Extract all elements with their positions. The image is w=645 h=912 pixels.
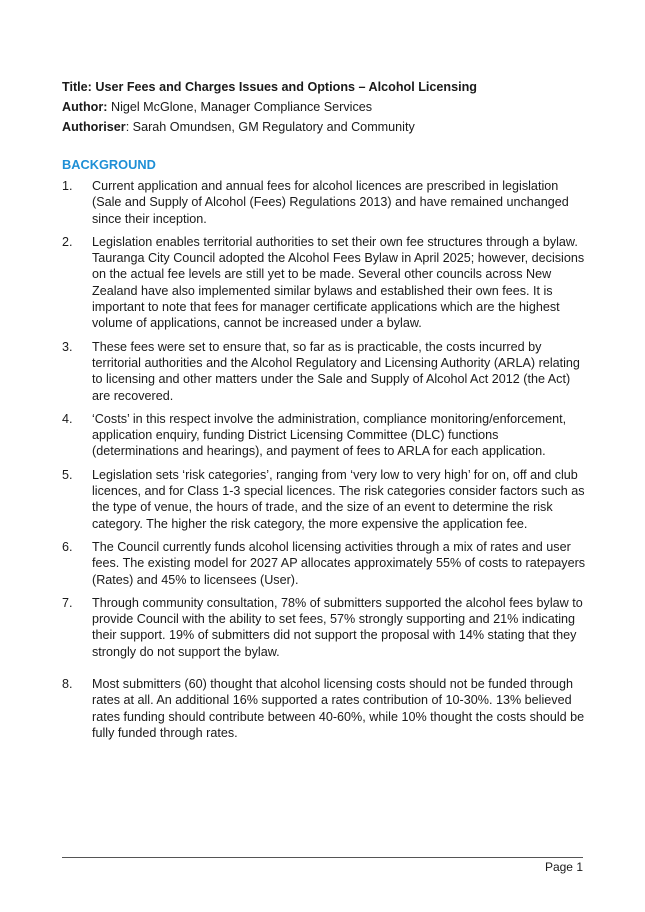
paragraph-number: 6. [62,539,73,554]
paragraph-3: 3. These fees were set to ensure that, so… [62,339,587,404]
document-title: Title: User Fees and Charges Issues and … [62,80,477,94]
paragraph-number: 4. [62,411,73,426]
paragraph-number: 8. [62,677,73,692]
author-line: Author: Nigel McGlone, Manager Complianc… [62,100,372,114]
background-paragraphs: 1. Current application and annual fees fo… [62,178,587,748]
page-number: Page 1 [544,860,583,874]
paragraph-number: 2. [62,234,73,249]
paragraph-6: 6. The Council currently funds alcohol li… [62,539,587,588]
paragraph-text: Current application and annual fees for … [92,179,569,226]
paragraph-text: Legislation sets ‘risk categories’, rang… [92,467,585,531]
paragraph-4: 4. ‘Costs’ in this respect involve the ad… [62,411,587,460]
paragraph-2: 2. Legislation enables territorial author… [62,234,587,332]
paragraph-text: These fees were set to ensure that, so f… [92,339,580,403]
author-text: Nigel McGlone, Manager Compliance Servic… [107,100,373,114]
paragraph-1: 1. Current application and annual fees fo… [62,178,587,227]
paragraph-number: 7. [62,595,73,610]
paragraph-text: Through community consultation, 78% of s… [92,595,583,659]
paragraph-number: 5. [62,467,73,482]
paragraph-7: 7. Through community consultation, 78% of… [62,595,587,660]
paragraph-text: Most submitters (60) thought that alcoho… [92,677,585,740]
paragraph-text: ‘Costs’ in this respect involve the admi… [92,411,567,459]
paragraph-text: Legislation enables territorial authorit… [92,234,585,331]
paragraph-8: 8. Most submitters (60) thought that alco… [62,676,587,741]
paragraph-5: 5. Legislation sets ‘risk categories’, ra… [62,467,587,532]
authoriser-label: Authoriser [62,120,126,134]
authoriser-text: : Sarah Omundsen, GM Regulatory and Comm… [125,120,415,134]
author-label: Author: [62,100,108,114]
authoriser-line: Authoriser: Sarah Omundsen, GM Regulator… [62,120,415,134]
paragraph-number: 1. [62,179,73,193]
title-label: Title: [62,80,92,94]
paragraph-text: The Council currently funds alcohol lice… [92,539,586,587]
title-text: User Fees and Charges Issues and Options… [91,80,478,94]
paragraph-number: 3. [62,339,73,354]
section-heading: BACKGROUND [62,157,156,172]
footer-divider [62,857,583,858]
